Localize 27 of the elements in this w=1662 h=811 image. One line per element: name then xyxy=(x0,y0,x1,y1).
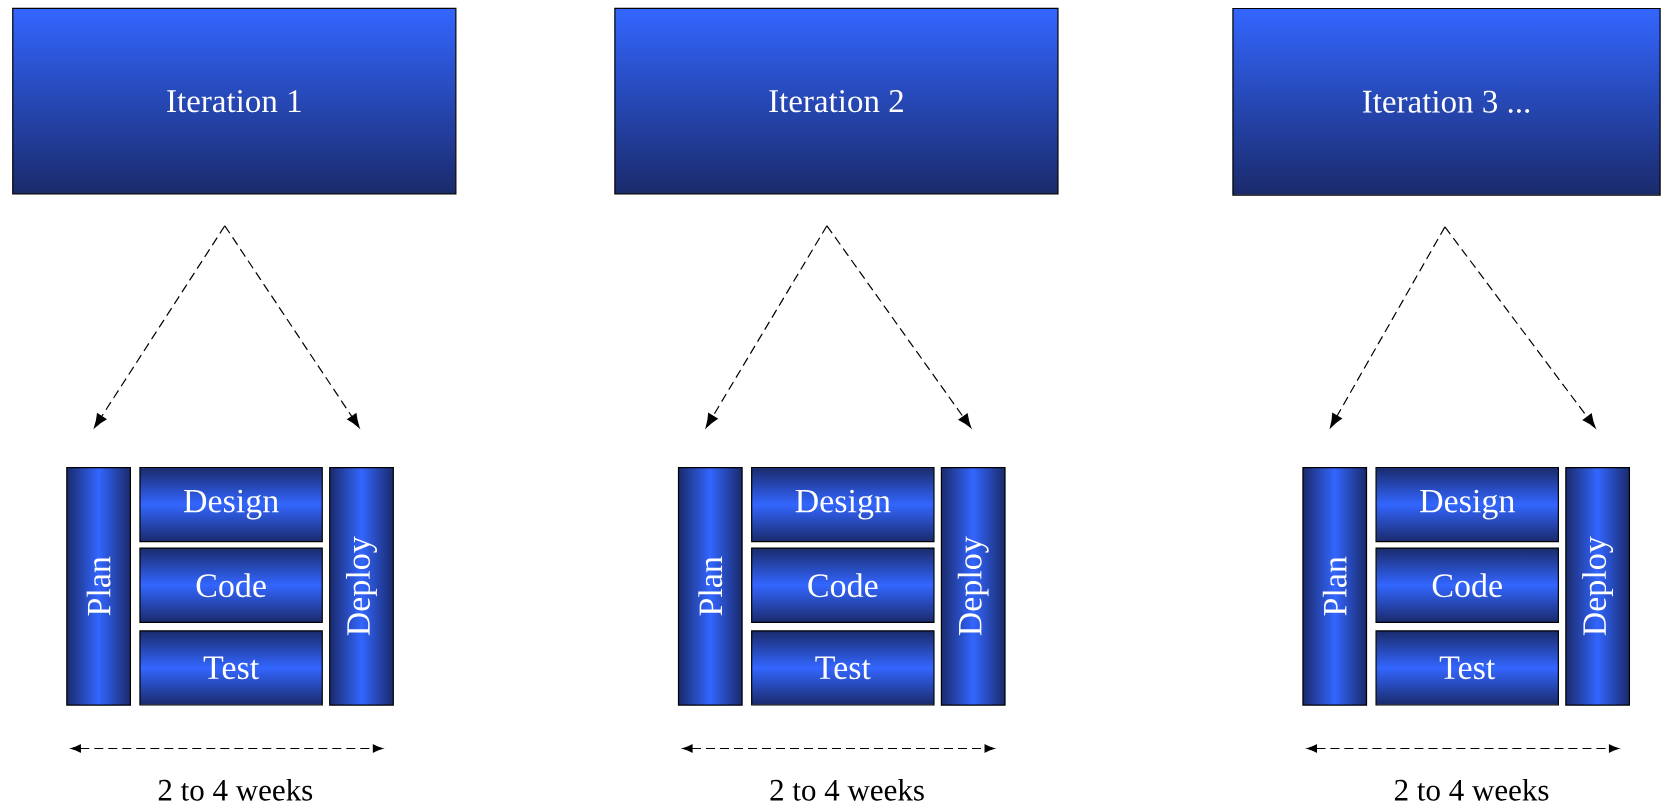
phase-box: Code xyxy=(1375,547,1559,623)
phase-box: Plan xyxy=(1302,466,1368,706)
iteration-box: Iteration 2 xyxy=(614,7,1059,195)
phase-box: Design xyxy=(139,466,323,543)
phase-box: Plan xyxy=(677,466,743,706)
arrow xyxy=(224,225,360,428)
phase-box: Test xyxy=(1375,630,1559,706)
phase-box: Design xyxy=(1375,466,1559,543)
phase-box: Deploy xyxy=(940,466,1006,706)
arrow xyxy=(1330,226,1446,428)
phase-box: Code xyxy=(139,547,323,623)
duration-label: 2 to 4 weeks xyxy=(770,778,924,801)
phase-box: Test xyxy=(751,630,935,706)
iteration-box: Iteration 3 ... xyxy=(1232,7,1661,196)
phase-box: Deploy xyxy=(329,466,394,706)
arrow xyxy=(94,225,226,428)
phase-box: Code xyxy=(751,547,935,623)
iteration-box: Iteration 1 xyxy=(12,7,457,195)
arrow xyxy=(826,225,972,428)
duration-label: 2 to 4 weeks xyxy=(158,778,313,801)
arrow xyxy=(705,225,828,428)
phase-box: Deploy xyxy=(1565,466,1630,706)
duration-label: 2 to 4 weeks xyxy=(1394,778,1549,801)
phase-box: Plan xyxy=(66,466,131,706)
phase-box: Design xyxy=(751,466,935,543)
phase-box: Test xyxy=(139,630,323,706)
arrow xyxy=(1444,226,1596,428)
